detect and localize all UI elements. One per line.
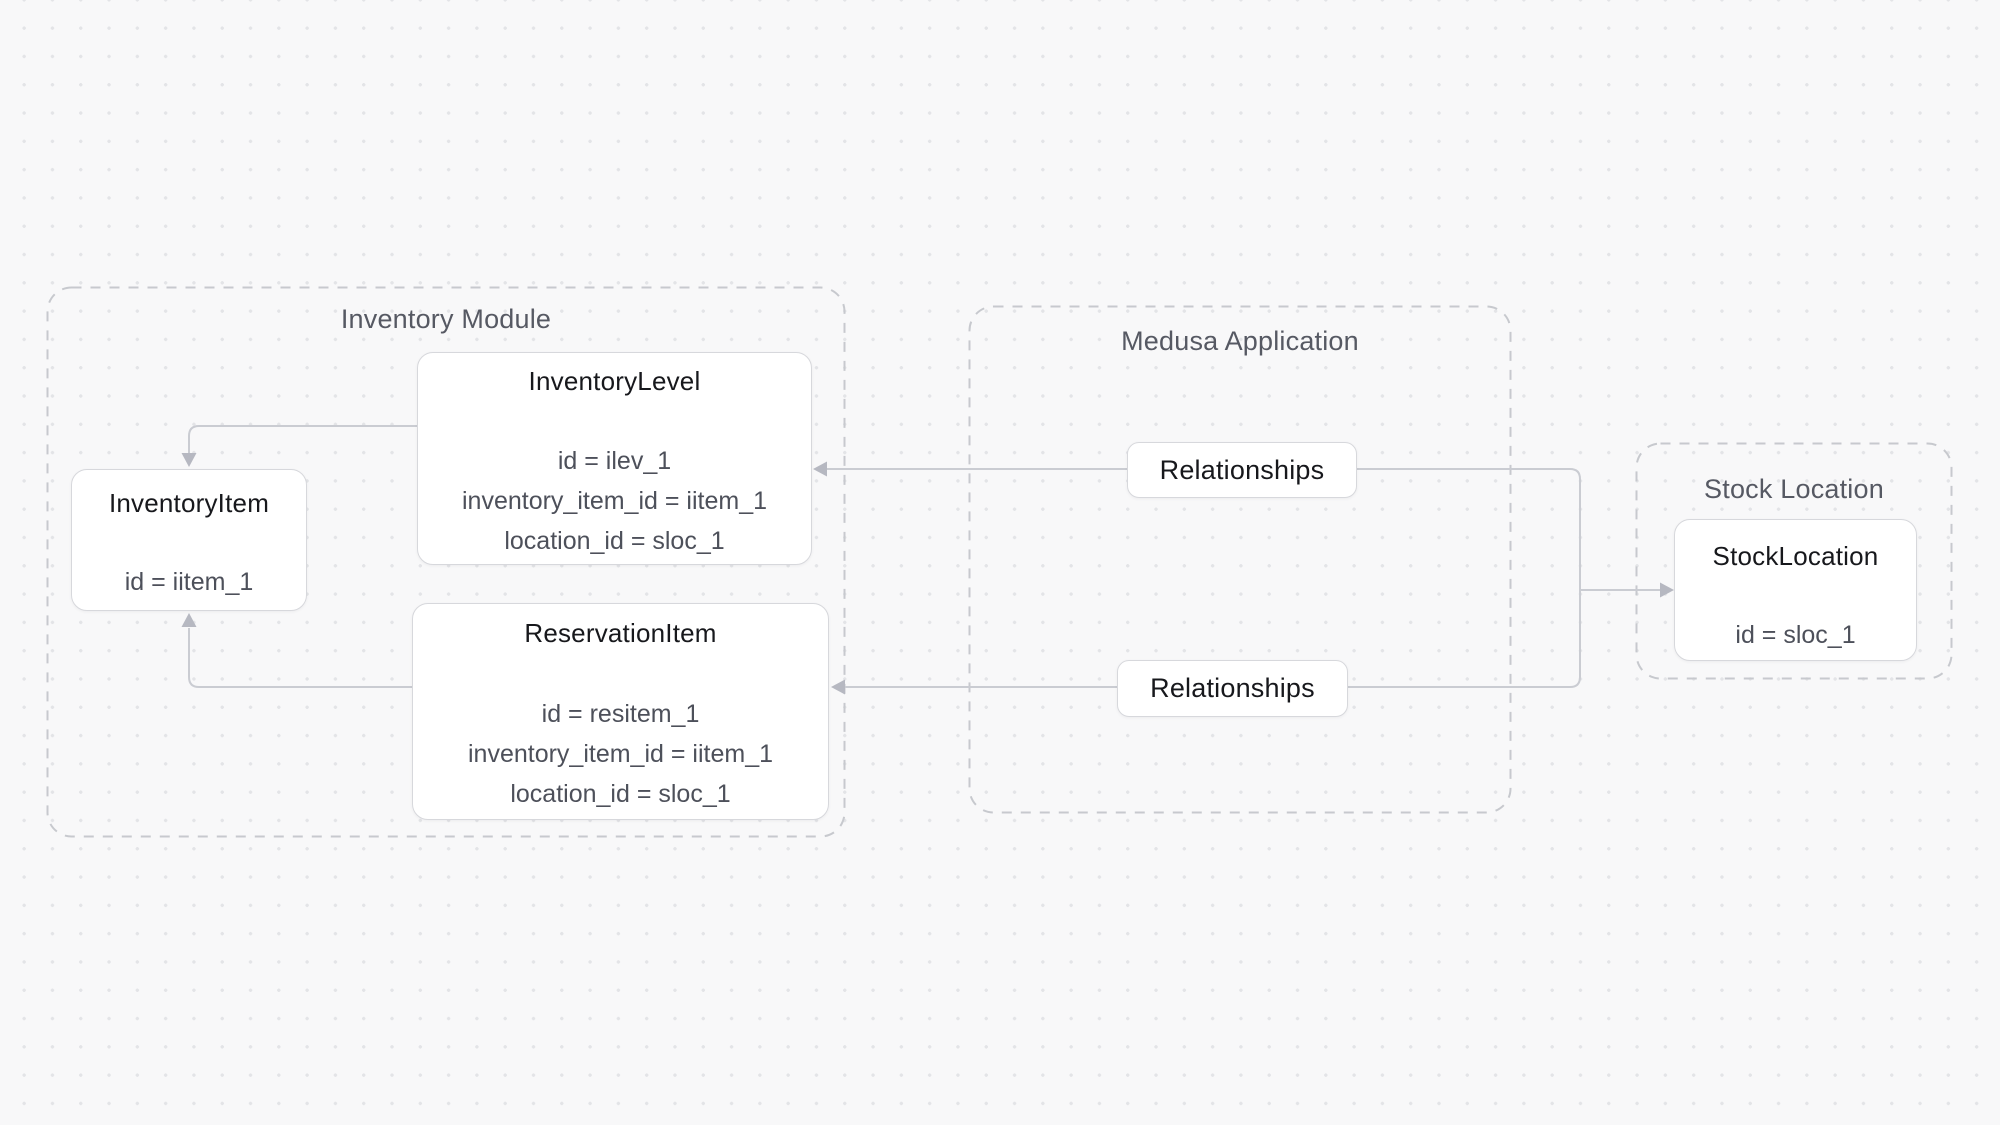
- entity-reservation-item-fields: id = resitem_1 inventory_item_id = iitem…: [413, 694, 828, 814]
- edge-inventorylevel-to-inventoryitem: [188, 425, 417, 454]
- entity-inventory-item: InventoryItem id = iitem_1: [71, 469, 307, 611]
- edge-reservationitem-to-inventoryitem: [188, 628, 412, 688]
- entity-stock-location-fields: id = sloc_1: [1675, 615, 1916, 655]
- arrowhead-left-inventorylevel-right: [813, 461, 827, 477]
- entity-stock-location-title: StockLocation: [1712, 541, 1879, 571]
- entity-field: location_id = sloc_1: [510, 780, 731, 808]
- arrowhead-left-reservationitem-right: [831, 679, 845, 695]
- arrowhead-down-inventoryitem-top: [181, 453, 197, 467]
- entity-inventory-item-title: InventoryItem: [108, 488, 270, 518]
- medusa-application-group-label: Medusa Application: [1121, 326, 1359, 356]
- edge-label-relationships-bottom: Relationships: [1117, 660, 1348, 717]
- entity-field: id = ilev_1: [557, 447, 672, 475]
- entity-field: id = iitem_1: [124, 568, 254, 596]
- entity-field: inventory_item_id = iitem_1: [467, 740, 774, 768]
- edge-label-relationships-top: Relationships: [1127, 442, 1357, 498]
- entity-reservation-item-title: ReservationItem: [524, 618, 717, 648]
- edge-relationships-bracket: [825, 468, 1581, 688]
- inventory-module-group-label: Inventory Module: [340, 304, 552, 334]
- entity-inventory-item-fields: id = iitem_1: [72, 562, 306, 602]
- entity-field: id = sloc_1: [1735, 621, 1856, 649]
- entity-inventory-level-title: InventoryLevel: [528, 366, 701, 396]
- entity-reservation-item: ReservationItem id = resitem_1 inventory…: [412, 603, 829, 820]
- stock-location-group-label: Stock Location: [1704, 474, 1884, 504]
- arrowhead-right-stocklocation-left: [1660, 582, 1674, 598]
- entity-field: location_id = sloc_1: [504, 527, 725, 555]
- stock-location-group-border: [1635, 442, 1953, 680]
- entity-inventory-level-fields: id = ilev_1 inventory_item_id = iitem_1 …: [418, 441, 811, 561]
- medusa-application-group-border: [968, 305, 1512, 814]
- inventory-module-group-border: [46, 286, 846, 838]
- entity-stock-location: StockLocation id = sloc_1: [1674, 519, 1917, 661]
- entity-inventory-level: InventoryLevel id = ilev_1 inventory_ite…: [417, 352, 812, 565]
- entity-field: inventory_item_id = iitem_1: [461, 487, 768, 515]
- entity-field: id = resitem_1: [541, 700, 700, 728]
- arrowhead-up-inventoryitem-bottom: [181, 613, 197, 627]
